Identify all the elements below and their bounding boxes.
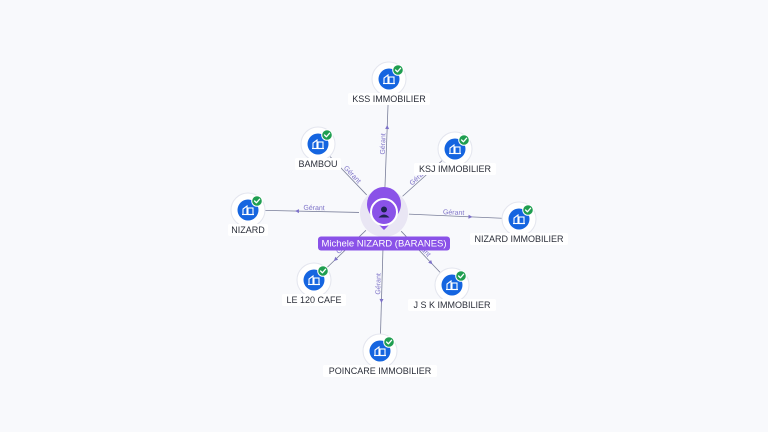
company-label-bg bbox=[228, 224, 268, 236]
edge-label: Gérant bbox=[443, 209, 465, 217]
check-badge-icon bbox=[522, 204, 534, 216]
building-icon bbox=[242, 204, 254, 216]
edge-line bbox=[380, 237, 384, 335]
building-icon bbox=[513, 213, 525, 225]
edge-arrow bbox=[468, 214, 473, 219]
center-person-node[interactable]: Michele NIZARD (BARANES) bbox=[318, 187, 450, 251]
check-badge-icon bbox=[383, 336, 395, 348]
company-node-6[interactable]: LE 120 CAFE bbox=[282, 262, 346, 306]
company-label-bg bbox=[408, 299, 496, 311]
company-label: NIZARD IMMOBILIER bbox=[474, 234, 564, 244]
check-badge-icon bbox=[392, 64, 404, 76]
company-node-8[interactable]: BAMBOU bbox=[295, 126, 341, 170]
center-label: Michele NIZARD (BARANES) bbox=[321, 239, 446, 250]
edge-label: Gérant bbox=[303, 205, 325, 212]
edge-5: Gérant bbox=[375, 237, 384, 335]
company-label: BAMBOU bbox=[298, 159, 337, 169]
company-label-bg bbox=[414, 163, 496, 175]
edge-arrow bbox=[385, 125, 390, 130]
edge-label: Gérant bbox=[375, 273, 383, 295]
company-label: NIZARD bbox=[231, 225, 265, 235]
nodes-layer: KSS IMMOBILIER KSJ IMMOBILIER NIZARD IMMOB… bbox=[228, 61, 568, 377]
person-icon bbox=[378, 206, 390, 218]
building-icon bbox=[446, 279, 458, 291]
company-label-bg bbox=[282, 294, 346, 306]
edge-arrow bbox=[333, 256, 339, 262]
center-label-bg bbox=[318, 236, 450, 251]
company-label-bg bbox=[348, 93, 430, 105]
edge-1: Gérant bbox=[380, 95, 390, 189]
edge-arrow bbox=[428, 259, 433, 265]
edge-label: Gérant bbox=[380, 133, 388, 155]
building-icon bbox=[374, 345, 386, 357]
company-label-bg bbox=[295, 158, 341, 170]
company-node-3[interactable]: NIZARD IMMOBILIER bbox=[470, 201, 568, 245]
edge-arrow bbox=[379, 298, 384, 303]
company-label: KSJ IMMOBILIER bbox=[419, 164, 492, 174]
company-label-bg bbox=[470, 233, 568, 245]
check-badge-icon bbox=[321, 129, 333, 141]
edge-line bbox=[384, 95, 389, 189]
edge-7: Gérant bbox=[264, 205, 360, 214]
edge-line bbox=[264, 209, 360, 213]
company-label-bg bbox=[323, 365, 437, 377]
company-node-5[interactable]: POINCARE IMMOBILIER bbox=[323, 333, 437, 377]
company-label: J S K IMMOBILIER bbox=[413, 300, 491, 310]
check-badge-icon bbox=[455, 270, 467, 282]
edge-label: Gérant bbox=[342, 165, 362, 185]
building-icon bbox=[308, 274, 320, 286]
building-icon bbox=[383, 73, 395, 85]
company-label: LE 120 CAFE bbox=[286, 295, 341, 305]
check-badge-icon bbox=[317, 265, 329, 277]
company-label: POINCARE IMMOBILIER bbox=[329, 366, 432, 376]
company-node-2[interactable]: KSJ IMMOBILIER bbox=[414, 131, 496, 175]
check-badge-icon bbox=[251, 195, 263, 207]
company-node-7[interactable]: NIZARD bbox=[228, 192, 268, 236]
company-node-1[interactable]: KSS IMMOBILIER bbox=[348, 61, 430, 105]
edge-3: Gérant bbox=[408, 209, 503, 219]
edge-line bbox=[408, 213, 503, 219]
company-label: KSS IMMOBILIER bbox=[352, 94, 426, 104]
company-node-4[interactable]: J S K IMMOBILIER bbox=[408, 267, 496, 311]
building-icon bbox=[449, 143, 461, 155]
building-icon bbox=[312, 138, 324, 150]
edge-arrow bbox=[295, 209, 300, 214]
check-badge-icon bbox=[458, 134, 470, 146]
